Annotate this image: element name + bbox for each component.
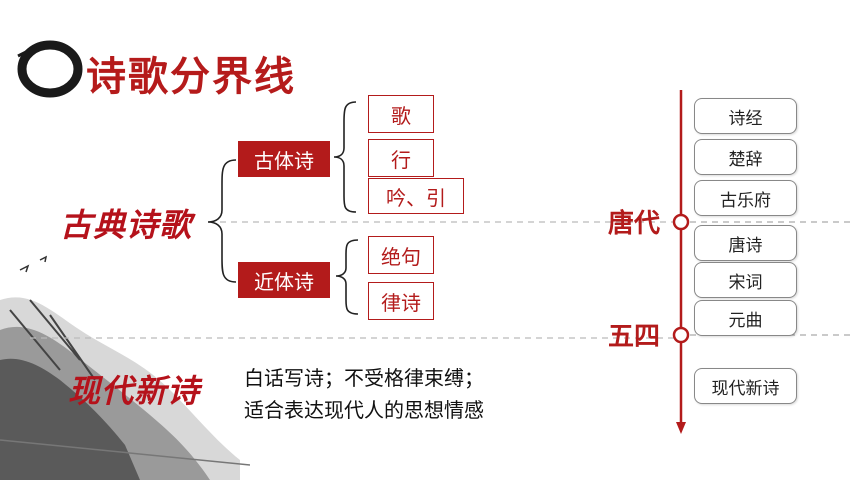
form-box-yin-yin: 吟、引 [368,178,464,214]
form-box-xing: 行 [368,139,434,177]
modern-poetry-label: 现代新诗 [68,372,201,410]
page-title: 诗歌分界线 [86,54,296,100]
tang-dynasty-marker: 唐代 [608,209,661,239]
modern-poetry-description: 白话写诗；不受格律束缚； 适合表达现代人的思想情感 [244,362,484,426]
form-box-lvshi: 律诗 [368,282,434,320]
ink-circle-icon [17,40,83,98]
timeline-item-modern-poetry: 现代新诗 [694,368,797,404]
timeline-item-song-ci: 宋词 [694,262,797,298]
timeline-item-tang-poetry: 唐诗 [694,225,797,261]
timeline-item-chuci: 楚辞 [694,139,797,175]
modern-style-poetry-box: 近体诗 [238,262,330,298]
form-box-ge: 歌 [368,95,434,133]
form-box-jueju: 绝句 [368,236,434,274]
timeline-item-yuan-qu: 元曲 [694,300,797,336]
classical-poetry-label: 古典诗歌 [60,206,193,244]
may-fourth-marker: 五四 [608,322,661,352]
ancient-style-poetry-box: 古体诗 [238,141,330,177]
description-line-1: 白话写诗；不受格律束缚； [244,366,484,390]
timeline-item-shijing: 诗经 [694,98,797,134]
description-line-2: 适合表达现代人的思想情感 [244,398,484,422]
ink-landscape-decoration [0,255,250,480]
timeline-item-gu-yuefu: 古乐府 [694,180,797,216]
